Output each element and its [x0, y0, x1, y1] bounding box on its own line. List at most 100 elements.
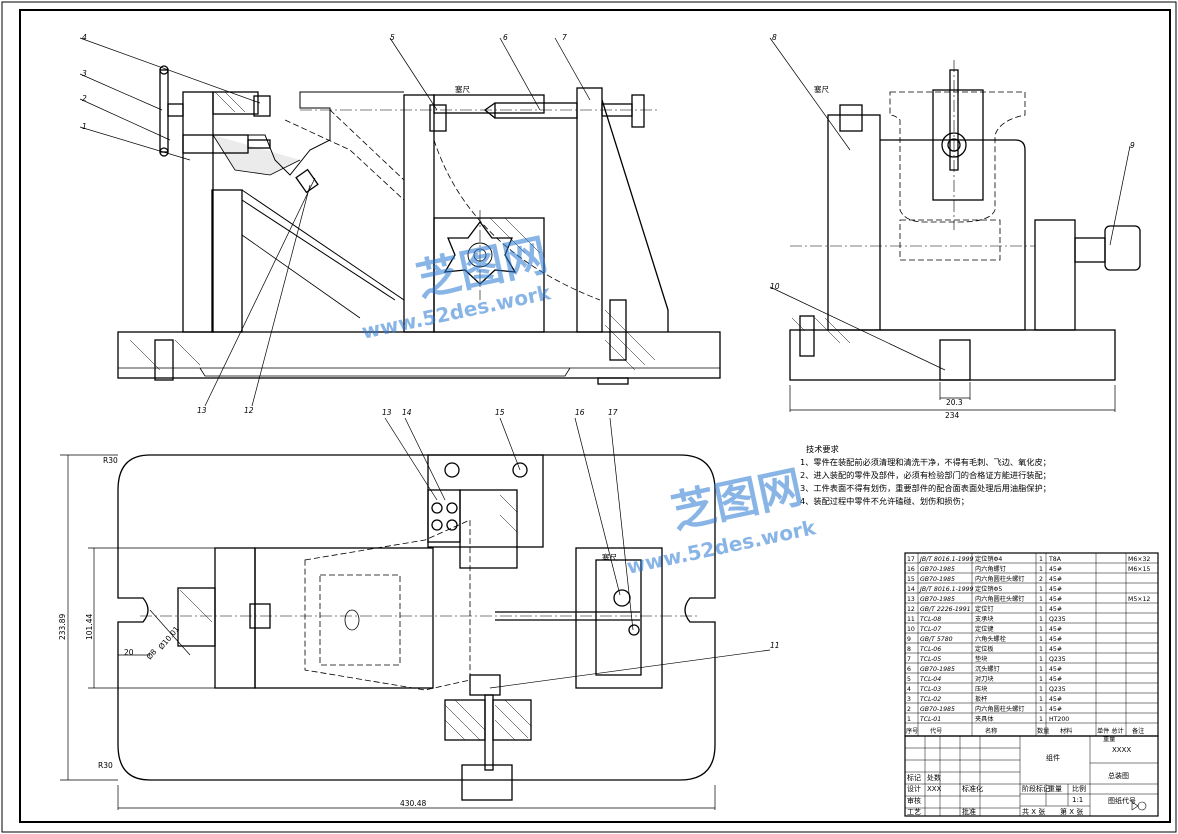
- bom-cell: 13: [907, 596, 915, 603]
- bom-cell: 1: [1039, 706, 1043, 713]
- radius-top: R30: [103, 456, 118, 465]
- bom-cell: 2: [1039, 576, 1043, 583]
- bom-cell: GB70-1985: [920, 666, 955, 673]
- bom-cell: Q235: [1049, 686, 1066, 693]
- label-9: 9: [1130, 141, 1135, 150]
- label-12: 12: [244, 406, 254, 415]
- label-16: 16: [575, 408, 585, 417]
- plan-view: [117, 454, 716, 801]
- bom-cell: 定位键: [975, 625, 994, 633]
- label-17: 17: [608, 408, 618, 417]
- bom-cell: GB70-1985: [920, 706, 955, 713]
- bom-cell: 1: [1039, 626, 1043, 633]
- tb-weight-label: 重量: [1048, 785, 1062, 793]
- bom-cell: 垫块: [975, 655, 987, 663]
- bom-cell: 内六角圆柱头螺钉: [975, 595, 1025, 603]
- bom-cell: 45#: [1049, 596, 1062, 603]
- bom-cell: 六角头螺栓: [975, 635, 1006, 643]
- dim-plan-height: 233.89: [58, 614, 67, 640]
- label-13b: 13: [382, 408, 392, 417]
- bom-cell: 定位销Φ4: [975, 555, 1002, 563]
- bom-cell: 1: [1039, 616, 1043, 623]
- bom-cell: GB/T 5780: [920, 636, 953, 643]
- dim-side-small: 20.3: [946, 398, 963, 407]
- technical-requirements: 技术要求 1、零件在装配前必须清理和清洗干净，不得有毛刺、飞边、氧化皮； 2、进…: [800, 443, 1100, 508]
- bom-cell: 45#: [1049, 576, 1062, 583]
- dim-plan-left: 20: [124, 648, 134, 657]
- bom-cell: 1: [1039, 596, 1043, 603]
- label-5: 5: [390, 33, 395, 42]
- label-10: 10: [770, 282, 780, 291]
- dim-plan-d2: Ø8: [145, 647, 159, 661]
- bom-cell: 15: [907, 576, 915, 583]
- bom-cell: 压块: [975, 685, 987, 693]
- front-labels: 4 3 2 1 5 6 7 13 12 塞尺: [82, 33, 567, 415]
- bom-header-cell: 名称: [985, 727, 997, 735]
- bom-cell: TCL-05: [920, 656, 941, 663]
- dim-side-width: 234: [945, 411, 960, 420]
- bom-cell: 1: [1039, 666, 1043, 673]
- bom-cell: 17: [907, 556, 915, 563]
- bom-cell: 2: [907, 706, 911, 713]
- bom-cell: 3: [907, 696, 911, 703]
- feeler-note-plan: 塞尺: [602, 552, 617, 562]
- label-11: 11: [770, 641, 780, 650]
- bom-cell: TCL-02: [920, 696, 941, 703]
- bom-cell: 45#: [1049, 566, 1062, 573]
- feeler-note-front: 塞尺: [455, 84, 470, 94]
- bom-cell: 扳杆: [975, 695, 987, 703]
- bom-cell: 45#: [1049, 636, 1062, 643]
- bom-cell: 11: [907, 616, 915, 623]
- tb-scale: 1:1: [1072, 796, 1083, 804]
- bom-header-sub: 重量: [1103, 735, 1115, 743]
- bom-cell: 1: [1039, 636, 1043, 643]
- bom-cell: 1: [1039, 566, 1043, 573]
- bom-cell: TCL-07: [920, 626, 941, 633]
- radius-bottom: R30: [98, 761, 113, 770]
- label-14: 14: [402, 408, 412, 417]
- inner-frame: [19, 9, 1171, 823]
- bom-cell: 14: [907, 586, 915, 593]
- bom-cell: TCL-01: [920, 716, 941, 723]
- bom-cell: M6×32: [1128, 556, 1150, 563]
- bom-cell: JB/T 8016.1-1999: [918, 586, 974, 593]
- bom-header-cell: 单件 总计: [1097, 727, 1124, 735]
- bom-cell: 1: [1039, 556, 1043, 563]
- tb-designer-label: 设计: [907, 784, 921, 793]
- bom-cell: 1: [1039, 586, 1043, 593]
- bom-cell: 45#: [1049, 696, 1062, 703]
- bom-header-cell: 序号: [906, 727, 918, 735]
- tb-sheet-no: 第 X 张: [1060, 807, 1083, 816]
- bom-cell: 支承块: [975, 615, 994, 623]
- bom-cell: Q235: [1049, 656, 1066, 663]
- bom-header-cell: 数量: [1037, 727, 1049, 735]
- front-view: [117, 65, 721, 385]
- label-4: 4: [82, 33, 87, 42]
- bom-cell: 1: [1039, 686, 1043, 693]
- bom-cell: 45#: [1049, 626, 1062, 633]
- bom-cell: GB70-1985: [920, 566, 955, 573]
- requirement-2: 2、进入装配的零件及部件，必须有检验部门的合格证方能进行装配；: [800, 470, 1051, 480]
- bom-header-cell: 备注: [1132, 727, 1144, 735]
- tb-group: 组件: [1046, 753, 1060, 762]
- bom-cell: 内六角圆柱头螺钉: [975, 575, 1025, 583]
- requirement-3: 3、工件表面不得有划伤，重要部件的配合面表面处理后用油脂保护；: [800, 483, 1051, 493]
- bom-cell: 10: [907, 626, 915, 633]
- title-block: [904, 735, 1159, 817]
- tb-check-label: 审核: [907, 796, 921, 805]
- side-view: [789, 60, 1141, 381]
- plan-dims: [60, 417, 771, 810]
- label-3: 3: [82, 69, 87, 78]
- label-15: 15: [495, 408, 505, 417]
- requirements-title: 技术要求: [806, 444, 839, 454]
- bom-cell: GB/T 2226-1991: [920, 606, 971, 613]
- bom-cell: 8: [907, 646, 911, 653]
- bom-cell: 6: [907, 666, 911, 673]
- bom-cell: TCL-06: [920, 646, 941, 653]
- tb-part-name: XXXX: [1112, 746, 1131, 754]
- bom-cell: 5: [907, 676, 911, 683]
- bom-cell: GB70-1985: [920, 596, 955, 603]
- bom-cell: 1: [1039, 716, 1043, 723]
